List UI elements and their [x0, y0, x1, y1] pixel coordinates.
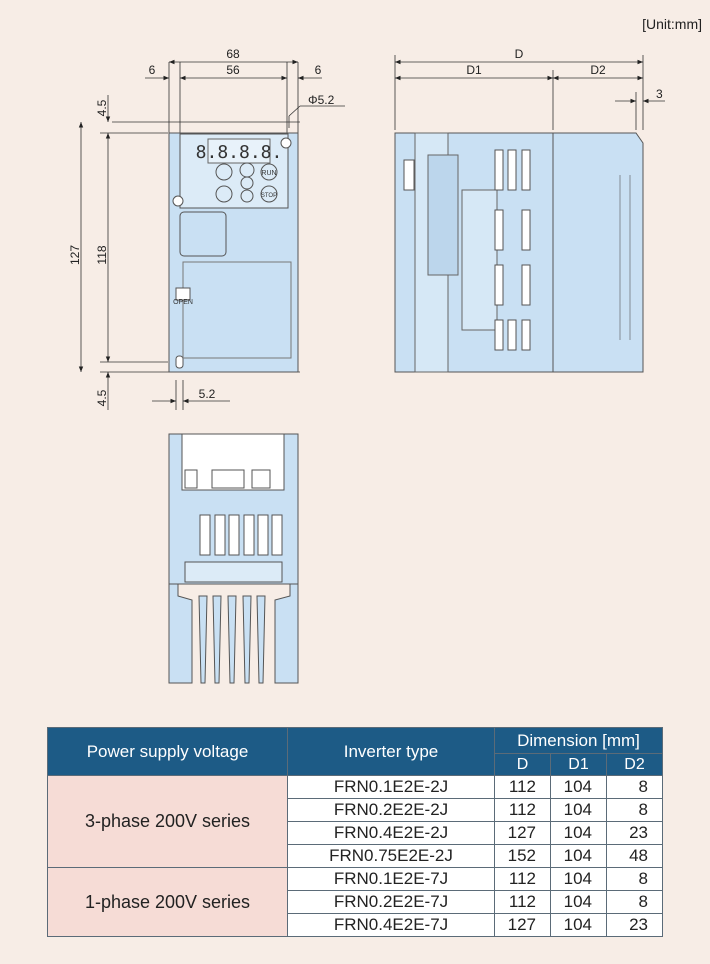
dim-depth-d2: D2: [590, 63, 606, 77]
bottom-view: [168, 433, 299, 684]
header-d: D: [494, 753, 551, 776]
front-view: 68 56 6 6 Φ5.2 5.2 4.5 4.5 127 118 8.8.8…: [68, 47, 345, 410]
cell-d1: 104: [550, 890, 607, 914]
cell-type: FRN0.1E2E-7J: [287, 867, 495, 891]
header-voltage: Power supply voltage: [47, 727, 288, 776]
cell-d2: 8: [605, 798, 664, 822]
cell-d2: 8: [605, 890, 664, 914]
cell-d: 112: [494, 775, 551, 799]
cell-d: 152: [494, 844, 551, 868]
header-dimension: Dimension [mm]: [493, 727, 664, 754]
dim-margin-right: 6: [315, 63, 322, 77]
led-display: 8.8.8.8.: [196, 142, 283, 163]
header-d1: D1: [550, 753, 607, 776]
header-type: Inverter type: [287, 727, 495, 776]
dimension-drawing: 68 56 6 6 Φ5.2 5.2 4.5 4.5 127 118 8.8.8…: [68, 47, 665, 684]
group-voltage: 3-phase 200V series: [47, 775, 288, 868]
dim-height-total: 127: [68, 245, 82, 265]
cell-d1: 104: [550, 913, 607, 937]
dim-hole-dia: Φ5.2: [308, 93, 335, 107]
cell-type: FRN0.4E2E-7J: [287, 913, 495, 937]
cell-type: FRN0.2E2E-2J: [287, 798, 495, 822]
table-row: FRN0.2E2E-2J 112 104 8: [48, 798, 664, 822]
dim-depth-total: D: [515, 47, 524, 61]
open-label: OPEN: [173, 299, 193, 306]
cell-d2: 48: [605, 844, 664, 868]
cell-d1: 104: [550, 821, 607, 845]
cell-type: FRN0.1E2E-2J: [287, 775, 495, 799]
side-view: D D1 D2 3: [394, 47, 665, 373]
cell-type: FRN0.4E2E-2J: [287, 821, 495, 845]
table-row: 3-phase 200V series FRN0.1E2E-2J 112 104…: [47, 775, 664, 868]
cell-d1: 104: [550, 798, 607, 822]
cell-type: FRN0.2E2E-7J: [287, 890, 495, 914]
group-voltage: 1-phase 200V series: [47, 867, 288, 937]
run-key-label: RUN: [261, 170, 276, 177]
cell-d2: 23: [605, 913, 664, 937]
cell-d2: 8: [605, 867, 664, 891]
dim-height-inner: 118: [95, 245, 109, 264]
cell-d2: 23: [605, 821, 664, 845]
dim-fin-gap: 3: [656, 87, 663, 101]
dimension-table: Power supply voltage Inverter type Dimen…: [47, 727, 664, 937]
cell-d2: 8: [605, 775, 664, 799]
table-row: FRN0.75E2E-2J 152 104 48: [48, 844, 664, 868]
table-row: 1-phase 200V series FRN0.1E2E-7J 112 104…: [47, 867, 664, 937]
dim-depth-d1: D1: [466, 63, 482, 77]
dim-width-total: 68: [226, 47, 240, 61]
header-d2: D2: [605, 753, 664, 776]
cell-d: 112: [494, 867, 551, 891]
table-row: FRN0.4E2E-7J 127 104 23: [48, 913, 664, 937]
cell-d: 127: [494, 913, 551, 937]
cell-d1: 104: [550, 867, 607, 891]
unit-label: [Unit:mm]: [642, 16, 702, 32]
cell-d: 127: [494, 821, 551, 845]
cell-d1: 104: [550, 775, 607, 799]
dim-bottom-offset: 4.5: [95, 389, 109, 406]
dim-top-offset: 4.5: [95, 99, 109, 116]
cell-type: FRN0.75E2E-2J: [287, 844, 495, 868]
cell-d1: 104: [550, 844, 607, 868]
stop-key-label: STOP: [261, 193, 277, 199]
dim-width-inner: 56: [226, 63, 240, 77]
dim-margin-left: 6: [149, 63, 156, 77]
cell-d: 112: [494, 798, 551, 822]
cell-d: 112: [494, 890, 551, 914]
table-row: FRN0.2E2E-7J 112 104 8: [48, 890, 664, 914]
table-row: FRN0.4E2E-2J 127 104 23: [48, 821, 664, 845]
dim-slot-width: 5.2: [199, 387, 216, 401]
